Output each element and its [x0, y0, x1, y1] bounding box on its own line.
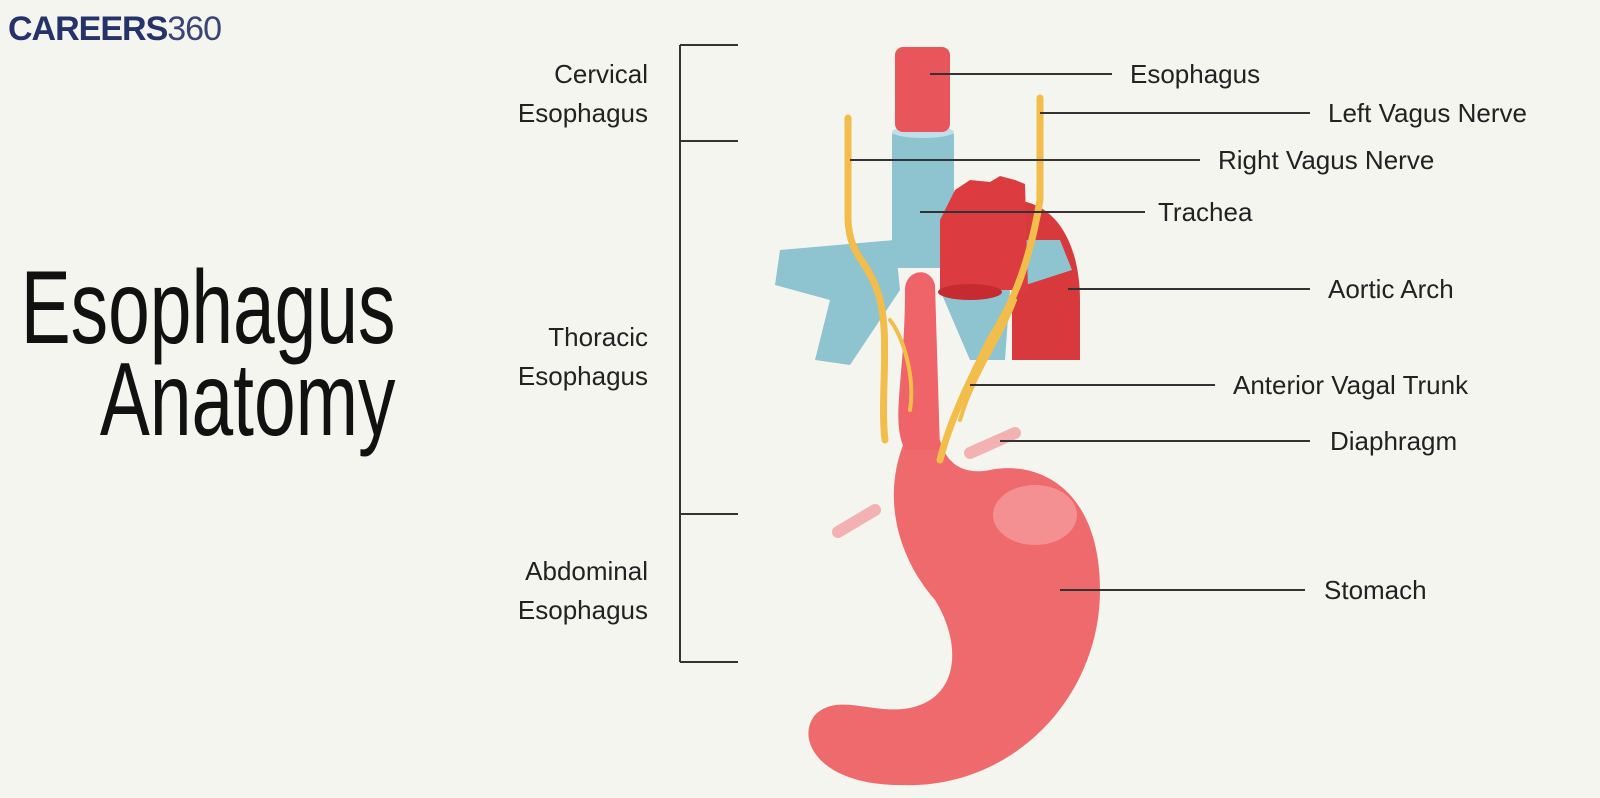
- label-anterior-vagal-trunk: Anterior Vagal Trunk: [1233, 370, 1469, 400]
- label-diaphragm: Diaphragm: [1330, 426, 1458, 456]
- diaphragm-left: [832, 504, 881, 538]
- segment-label: Thoracic: [548, 322, 648, 352]
- esophagus-upper: [895, 47, 950, 132]
- logo-light: 360: [167, 10, 222, 48]
- logo-bold: CAREERS: [8, 10, 168, 48]
- segment-label: Esophagus: [517, 361, 648, 391]
- vagus-nerves: [844, 94, 1044, 464]
- segment-bracket: [679, 44, 738, 663]
- title-line2: Anatomy: [99, 342, 395, 458]
- label-left-vagus-nerve: Left Vagus Nerve: [1328, 98, 1527, 128]
- label-right-vagus-nerve: Right Vagus Nerve: [1218, 145, 1435, 175]
- title-line1: Esophagus: [20, 250, 395, 366]
- label-trachea: Trachea: [1158, 197, 1253, 227]
- label-esophagus: Esophagus: [1130, 59, 1261, 89]
- page-title: Esophagus Anatomy: [20, 250, 395, 458]
- stomach-highlight: [993, 485, 1077, 545]
- segment-label: Cervical: [554, 59, 648, 89]
- aortic-arch-top: [940, 176, 1028, 290]
- esophagus-lower: [898, 272, 940, 450]
- diaphragm-right: [964, 427, 1021, 459]
- segment-label: Abdominal: [525, 556, 648, 586]
- label-stomach: Stomach: [1324, 575, 1427, 605]
- segment-label: Esophagus: [517, 98, 648, 128]
- careers360-logo: CAREERS360: [8, 10, 222, 49]
- label-aortic-arch: Aortic Arch: [1328, 274, 1454, 304]
- segment-label: Esophagus: [517, 595, 648, 625]
- leader-lines: [850, 73, 1310, 591]
